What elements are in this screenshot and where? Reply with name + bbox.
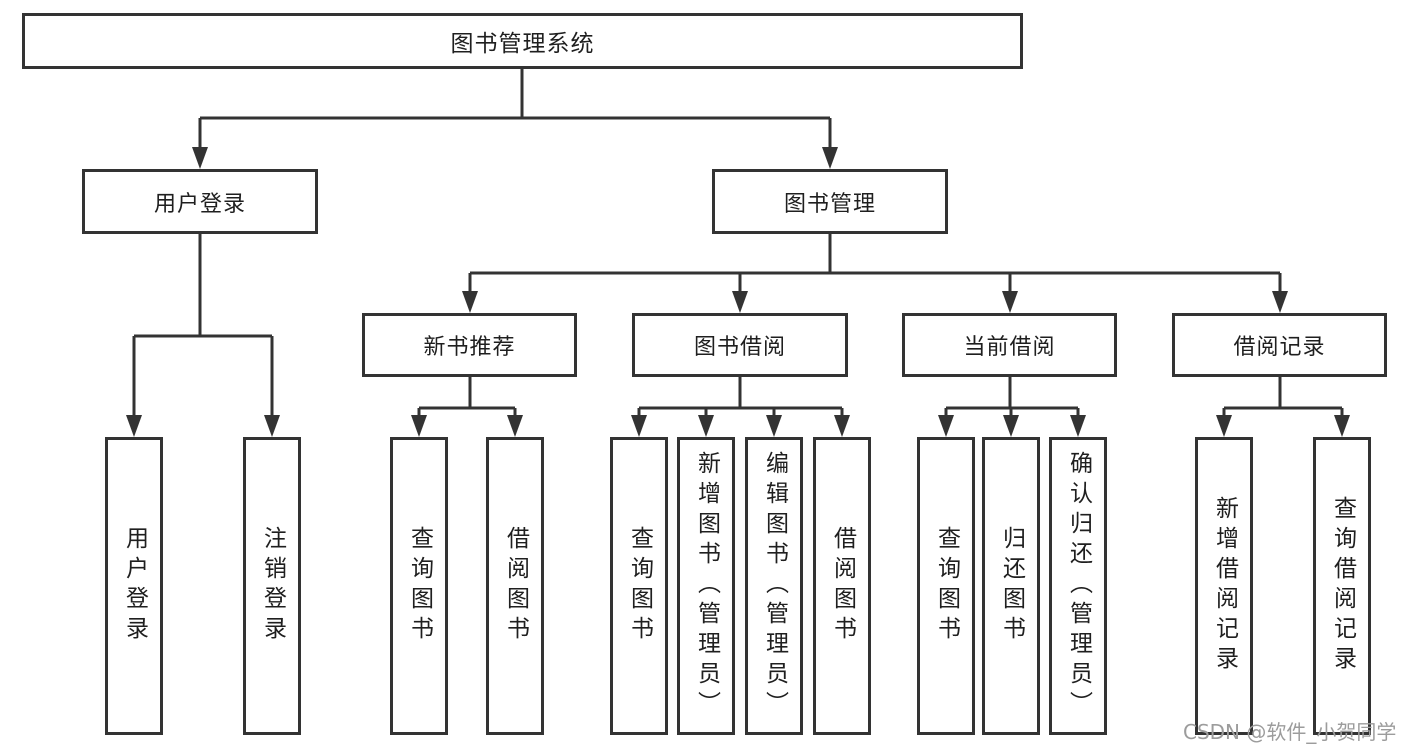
leaf-edit-books-admin: 编辑图书（管理员） [745, 437, 803, 735]
arrowhead [1003, 415, 1019, 437]
node-user-login: 用户登录 [82, 169, 318, 234]
leaf-label: 新增图书（管理员） [693, 451, 720, 721]
leaf-label: 编辑图书（管理员） [761, 451, 788, 721]
leaf-label: 注销登录 [259, 526, 286, 646]
node-current-borrowing: 当前借阅 [902, 313, 1117, 377]
leaf-label: 借阅图书 [829, 526, 856, 646]
node-label: 新书推荐 [423, 335, 516, 360]
node-label: 借阅记录 [1233, 335, 1326, 360]
leaf-borrow-books-recommend: 借阅图书 [486, 437, 544, 735]
node-label: 用户登录 [153, 191, 246, 217]
node-new-book-recommendation: 新书推荐 [362, 313, 577, 377]
leaf-label: 确认归还（管理员） [1065, 451, 1092, 721]
leaf-logout: 注销登录 [243, 437, 301, 735]
arrowhead [834, 415, 850, 437]
leaf-confirm-return-admin: 确认归还（管理员） [1049, 437, 1107, 735]
leaf-label: 查询图书 [626, 526, 653, 646]
arrowhead [507, 415, 523, 437]
node-label: 图书借阅 [693, 335, 786, 360]
node-borrowing-records: 借阅记录 [1172, 313, 1387, 377]
leaf-borrow-books: 借阅图书 [813, 437, 871, 735]
leaf-return-books: 归还图书 [982, 437, 1040, 735]
node-root-library-management-system: 图书管理系统 [22, 13, 1023, 69]
arrowhead [1216, 415, 1232, 437]
arrowhead [462, 291, 478, 313]
node-book-borrowing: 图书借阅 [632, 313, 848, 377]
leaf-query-books-current: 查询图书 [917, 437, 975, 735]
leaf-label: 归还图书 [998, 526, 1025, 646]
arrowhead [1002, 291, 1018, 313]
leaf-user-login: 用户登录 [105, 437, 163, 735]
node-label: 图书管理 [783, 191, 876, 217]
leaf-label: 用户登录 [121, 526, 148, 646]
arrowhead [264, 415, 280, 437]
arrowhead [126, 415, 142, 437]
arrowhead [1272, 291, 1288, 313]
leaf-add-borrow-record: 新增借阅记录 [1195, 437, 1253, 735]
node-book-management: 图书管理 [712, 169, 948, 234]
leaf-label: 查询借阅记录 [1329, 496, 1356, 676]
leaf-label: 查询图书 [933, 526, 960, 646]
leaf-add-books-admin: 新增图书（管理员） [677, 437, 735, 735]
arrowhead [1334, 415, 1350, 437]
leaf-query-borrow-record: 查询借阅记录 [1313, 437, 1371, 735]
arrowhead [1070, 415, 1086, 437]
node-label: 图书管理系统 [450, 31, 595, 57]
leaf-label: 借阅图书 [502, 526, 529, 646]
leaf-label: 查询图书 [406, 526, 433, 646]
arrowhead [698, 415, 714, 437]
leaf-query-books-borrow: 查询图书 [610, 437, 668, 735]
arrowhead [732, 291, 748, 313]
leaf-label: 新增借阅记录 [1211, 496, 1238, 676]
arrowhead [411, 415, 427, 437]
node-label: 当前借阅 [963, 335, 1056, 360]
arrowhead [938, 415, 954, 437]
arrowhead [192, 147, 208, 169]
arrowhead [766, 415, 782, 437]
csdn-watermark: CSDN @软件_小贺同学 [1183, 720, 1397, 744]
arrowhead [822, 147, 838, 169]
leaf-query-books-recommend: 查询图书 [390, 437, 448, 735]
arrowhead [631, 415, 647, 437]
